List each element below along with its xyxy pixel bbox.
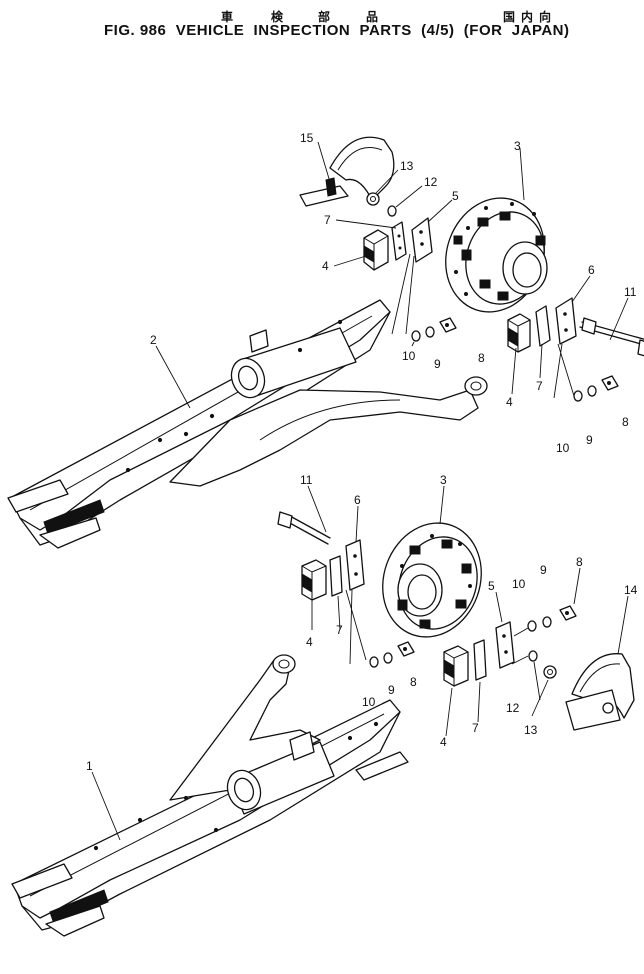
callout-1: 1 (86, 759, 93, 773)
part-9-washer-bottom (383, 652, 393, 664)
callout-3: 3 (514, 139, 521, 153)
callout-7: 7 (324, 213, 331, 227)
jp-char: 部 (318, 10, 331, 24)
callout-12: 12 (506, 701, 520, 715)
japanese-subtitle: 車 検 部 品 国 内 向 (0, 8, 644, 24)
leader-lines (91, 141, 629, 841)
part-5-plate-bottom (495, 621, 515, 669)
callout-13: 13 (524, 723, 538, 737)
part-7-shim-bottom-2 (473, 639, 487, 681)
callout-3: 3 (440, 473, 447, 487)
callout-11: 11 (624, 285, 637, 299)
callout-11: 11 (300, 473, 313, 487)
jp-char: 品 (366, 10, 379, 24)
part-9-washer (425, 326, 435, 338)
part-8-bolt (439, 317, 457, 333)
callout-8: 8 (410, 675, 417, 689)
part-11-bolt-bottom (277, 511, 331, 545)
part-2-axle-housing (7, 299, 488, 549)
part-8-bolt-bottom-2 (559, 605, 577, 621)
callout-7: 7 (536, 379, 543, 393)
callout-4: 4 (306, 635, 313, 649)
callout-10: 10 (556, 441, 570, 455)
callout-6: 6 (354, 493, 361, 507)
part-13-nut (366, 192, 380, 206)
part-10-washer (411, 330, 421, 342)
callout-9: 9 (540, 563, 547, 577)
part-5-plate (411, 217, 433, 263)
part-10-washer-bottom (369, 656, 379, 668)
part-4-pad-bottom-2 (443, 645, 469, 687)
jp-char: 国 (503, 10, 516, 24)
callout-15: 15 (300, 131, 314, 145)
callout-8: 8 (478, 351, 485, 365)
callout-7: 7 (336, 623, 343, 637)
part-4-pad-2 (507, 313, 531, 353)
callout-10: 10 (362, 695, 376, 709)
part-11-bolt (579, 317, 644, 357)
part-9-washer-2 (587, 385, 597, 397)
callout-13: 13 (400, 159, 414, 173)
callout-5: 5 (452, 189, 459, 203)
part-3-hub-bottom (382, 522, 482, 638)
part-4-pad (363, 229, 389, 271)
part-8-bolt-2 (601, 375, 619, 391)
part-6-plate (555, 297, 577, 345)
callout-9: 9 (434, 357, 441, 371)
callout-labels: 15 13 12 3 5 7 4 2 6 11 10 9 8 4 7 10 9 … (86, 131, 638, 773)
jp-char: 向 (539, 10, 552, 24)
part-13-nut-bottom (543, 665, 557, 679)
part-1-axle-housing (11, 654, 409, 937)
part-7-shim (391, 221, 407, 261)
callout-14: 14 (624, 583, 638, 597)
callout-9: 9 (388, 683, 395, 697)
part-10-washer-2 (573, 390, 583, 402)
callout-6: 6 (588, 263, 595, 277)
callout-10: 10 (512, 577, 526, 591)
part-9-washer-bottom-2 (542, 616, 552, 628)
callout-8: 8 (622, 415, 629, 429)
callout-4: 4 (322, 259, 329, 273)
part-7-shim-bottom (329, 555, 343, 597)
part-4-pad-bottom (301, 559, 327, 601)
figure-title: FIG. 986 VEHICLE INSPECTION PARTS (4/5) … (104, 22, 570, 39)
part-15-guard (299, 136, 395, 207)
part-10-washer-bottom-2 (527, 620, 537, 632)
jp-char: 車 (221, 10, 234, 24)
jp-char: 検 (271, 10, 284, 24)
callout-4: 4 (440, 735, 447, 749)
callout-7: 7 (472, 721, 479, 735)
callout-8: 8 (576, 555, 583, 569)
part-6-plate-bottom (345, 539, 365, 591)
part-12-washer (387, 205, 397, 217)
part-7-shim-2 (535, 305, 551, 347)
jp-char: 内 (521, 10, 534, 24)
callout-12: 12 (424, 175, 438, 189)
callout-10: 10 (402, 349, 416, 363)
part-3-hub (445, 197, 548, 313)
callout-5: 5 (488, 579, 495, 593)
callout-2: 2 (150, 333, 157, 347)
part-14-guard (565, 653, 635, 731)
callout-4: 4 (506, 395, 513, 409)
part-8-bolt-bottom (397, 641, 415, 657)
callout-9: 9 (586, 433, 593, 447)
part-12-washer-bottom (528, 650, 538, 662)
